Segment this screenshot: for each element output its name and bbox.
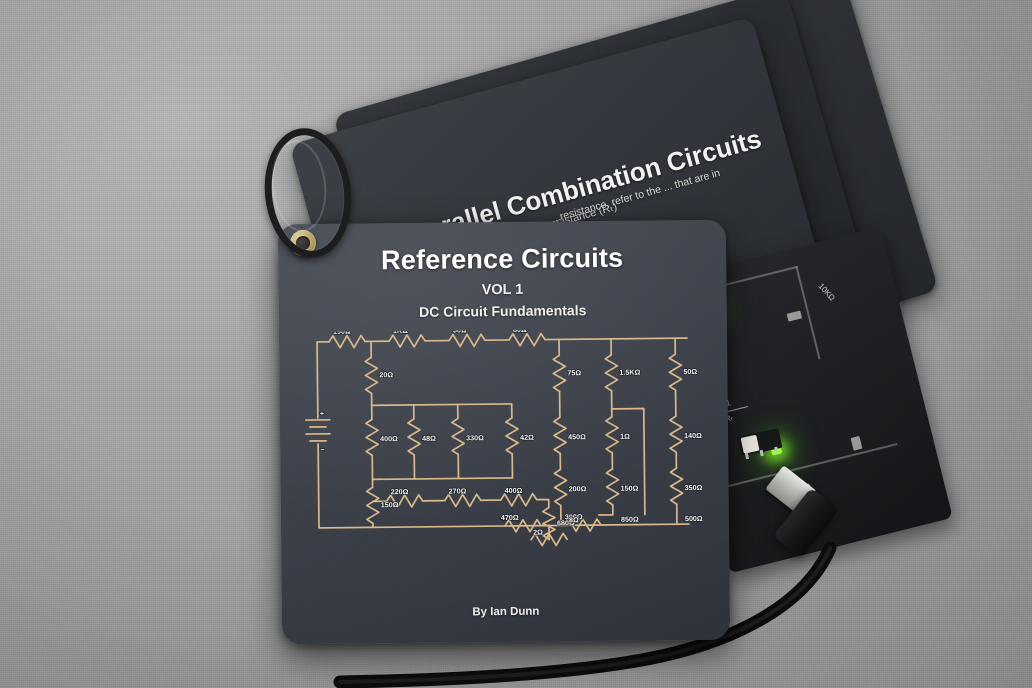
grommet-hole <box>296 236 310 250</box>
resistor-label: 8Ω <box>569 515 579 524</box>
resistor-label: 48Ω <box>422 434 436 443</box>
resistor-label: 150Ω <box>381 500 399 509</box>
resistor-label: 500Ω <box>685 514 703 523</box>
resistor-label: 1KΩ <box>393 328 408 335</box>
resistor-label: 470Ω <box>501 513 519 522</box>
resistor-label: 80Ω <box>513 328 527 334</box>
resistor-label: 400Ω <box>380 434 398 443</box>
resistor-label: 350Ω <box>685 483 703 492</box>
card-grommet <box>290 230 316 256</box>
resistor-label: 680Ω <box>557 518 575 527</box>
resistor-label: 1.5KΩ <box>619 368 640 377</box>
front-card[interactable]: Reference Circuits VOL 1 DC Circuit Fund… <box>277 219 731 645</box>
resistor-label: 220Ω <box>391 487 409 496</box>
resistor-label: 150Ω <box>621 484 639 493</box>
resistor-label: 330Ω <box>466 433 484 442</box>
resistor-label: 30Ω <box>453 328 467 335</box>
resistor-label: 270Ω <box>449 486 467 495</box>
resistor-label: 850Ω <box>621 515 639 524</box>
resistor-label: 75Ω <box>567 368 581 377</box>
resistor-label: 1Ω <box>620 432 630 441</box>
resistor-label: 20Ω <box>379 370 393 379</box>
resistor-label: 42Ω <box>520 433 534 442</box>
resistor-label: 450Ω <box>568 432 586 441</box>
battery-minus-label: − <box>320 445 324 454</box>
resistor-label: 300Ω <box>565 512 583 521</box>
resistor-label: 400Ω <box>505 486 523 495</box>
resistor-label: 200Ω <box>569 484 587 493</box>
battery-plus-label: + <box>320 409 324 418</box>
resistor-label: 2Ω <box>533 528 543 537</box>
resistor-label: 50Ω <box>683 367 697 376</box>
resistor-label: 140Ω <box>684 431 702 440</box>
resistor-label: 190Ω <box>333 328 351 336</box>
circuit-diagram: + − 190Ω 1KΩ 30Ω 80Ω 20Ω 400Ω 150Ω 48Ω 3… <box>305 328 704 547</box>
